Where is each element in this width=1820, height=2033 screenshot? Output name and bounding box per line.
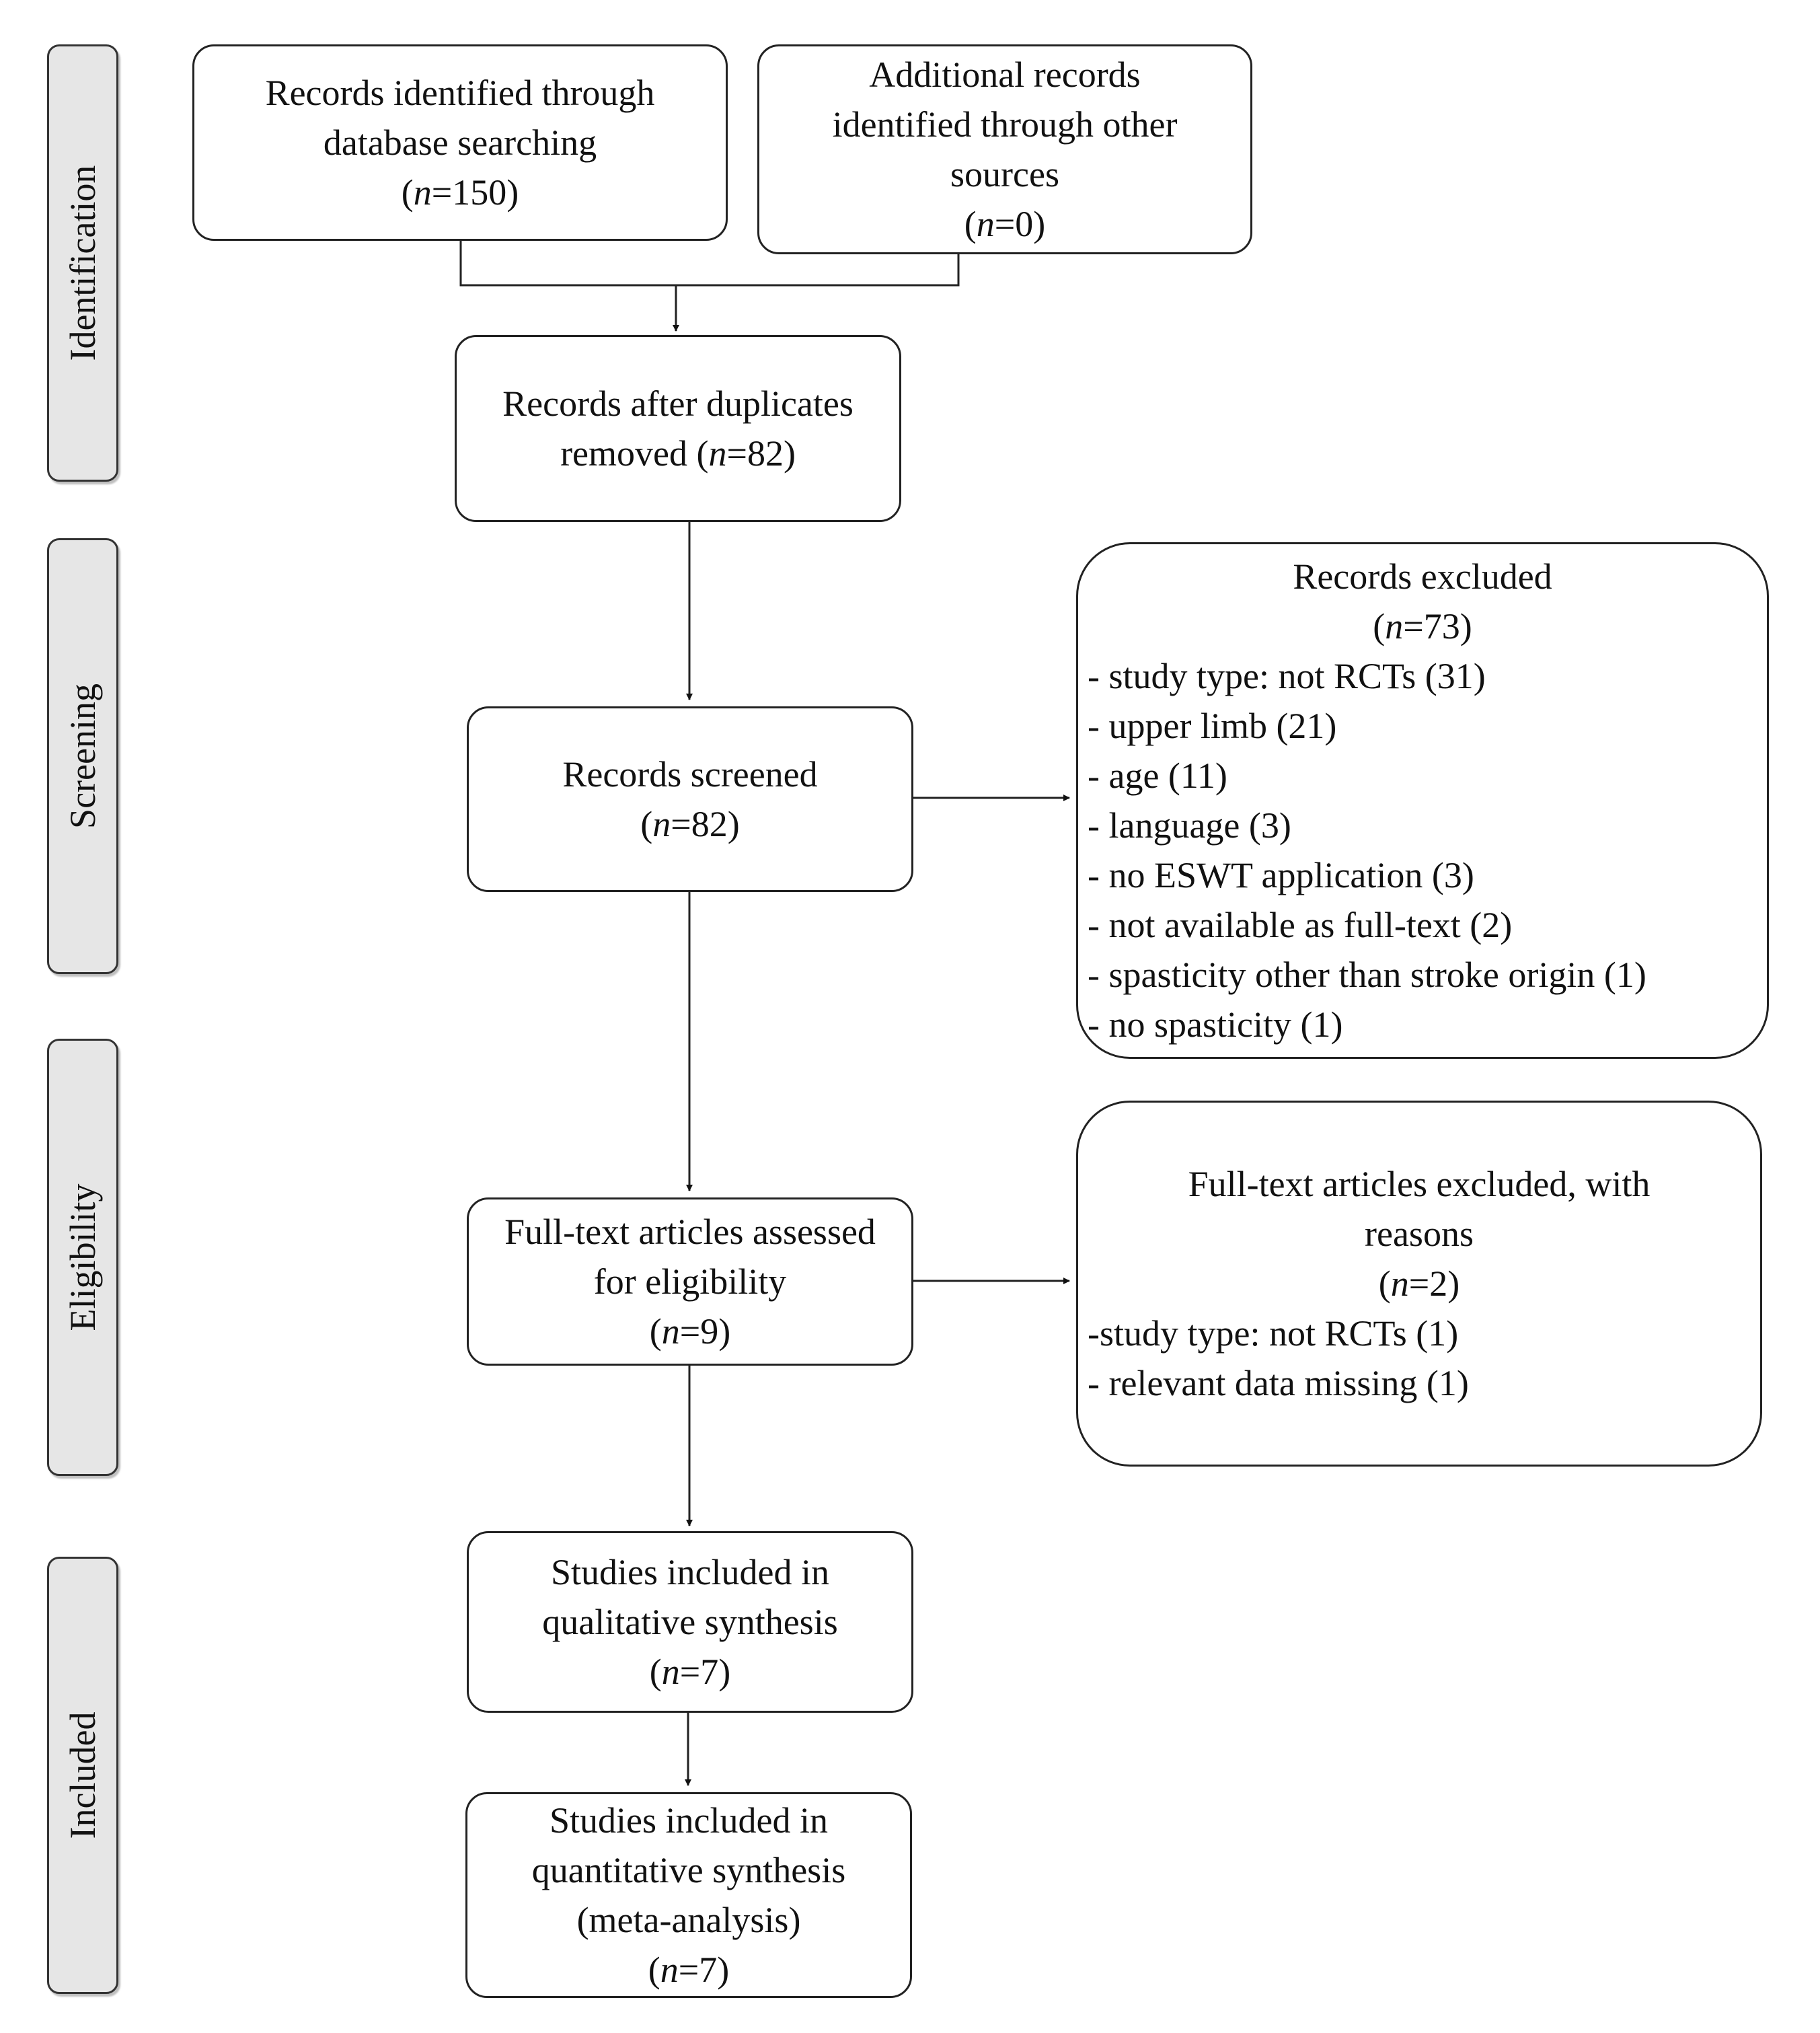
stage-eligibility: Eligibility <box>47 1039 118 1476</box>
n-count: (n=73) <box>1373 606 1472 646</box>
box-line: Studies included in <box>549 1800 828 1841</box>
merge-connector <box>459 241 960 287</box>
n-count: removed (n=82) <box>560 433 796 474</box>
exclusion-reason: -study type: not RCTs (1) <box>1088 1313 1459 1354</box>
n-count: (n=2) <box>1378 1263 1460 1304</box>
box-line: qualitative synthesis <box>542 1602 838 1642</box>
box-line: for eligibility <box>593 1261 787 1302</box>
box-line: reasons <box>1365 1214 1474 1254</box>
box-line: (meta-analysis) <box>576 1900 801 1940</box>
box-line: identified through other <box>832 104 1178 145</box>
n-count: (n=7) <box>649 1652 731 1692</box>
stage-screening: Screening <box>47 538 118 974</box>
box-qualitative-synthesis: Studies included in qualitative synthesi… <box>467 1531 913 1713</box>
box-line: Records identified through <box>265 73 655 113</box>
box-fulltext-assessed: Full-text articles assessed for eligibil… <box>467 1197 913 1366</box>
box-line: Full-text articles excluded, with <box>1188 1164 1651 1204</box>
box-records-excluded: Records excluded (n=73) - study type: no… <box>1076 542 1769 1059</box>
exclusion-reason: - no spasticity (1) <box>1088 1004 1343 1045</box>
exclusion-reason: - study type: not RCTs (31) <box>1088 656 1486 696</box>
box-line: Records after duplicates <box>502 383 854 424</box>
box-title: Records excluded <box>1293 556 1552 597</box>
box-line: sources <box>950 154 1059 194</box>
stage-label-included: Included <box>63 1711 103 1839</box>
n-count: (n=7) <box>648 1950 730 1990</box>
box-fulltext-excluded: Full-text articles excluded, with reason… <box>1076 1101 1762 1467</box>
exclusion-reason: - upper limb (21) <box>1088 706 1337 746</box>
box-line: database searching <box>323 122 597 163</box>
n-count: (n=0) <box>964 204 1046 244</box>
box-other-sources: Additional records identified through ot… <box>757 44 1252 254</box>
exclusion-reason: - relevant data missing (1) <box>1088 1363 1469 1403</box>
stage-identification: Identification <box>47 44 118 482</box>
exclusion-reason: - age (11) <box>1088 755 1227 796</box>
n-count: (n=150) <box>401 172 519 213</box>
box-line: Records screened <box>562 754 818 794</box>
stage-included: Included <box>47 1557 118 1994</box>
box-quantitative-synthesis: Studies included in quantitative synthes… <box>465 1792 912 1998</box>
n-count: (n=82) <box>640 804 740 844</box>
n-count: (n=9) <box>649 1311 731 1352</box>
box-line: quantitative synthesis <box>531 1850 846 1890</box>
box-database-search: Records identified through database sear… <box>192 44 728 241</box>
stage-label-eligibility: Eligibility <box>63 1183 103 1331</box>
exclusion-reason: - not available as full-text (2) <box>1088 905 1513 945</box>
exclusion-reason: - spasticity other than stroke origin (1… <box>1088 955 1646 995</box>
box-line: Additional records <box>869 54 1141 95</box>
exclusion-reason: - no ESWT application (3) <box>1088 855 1474 895</box>
box-records-screened: Records screened (n=82) <box>467 706 913 892</box>
stage-label-screening: Screening <box>63 683 103 829</box>
exclusion-reason: - language (3) <box>1088 805 1291 846</box>
box-line: Studies included in <box>551 1552 829 1592</box>
box-after-duplicates: Records after duplicates removed (n=82) <box>455 335 901 522</box>
stage-label-identification: Identification <box>63 165 103 361</box>
box-line: Full-text articles assessed <box>504 1212 876 1252</box>
